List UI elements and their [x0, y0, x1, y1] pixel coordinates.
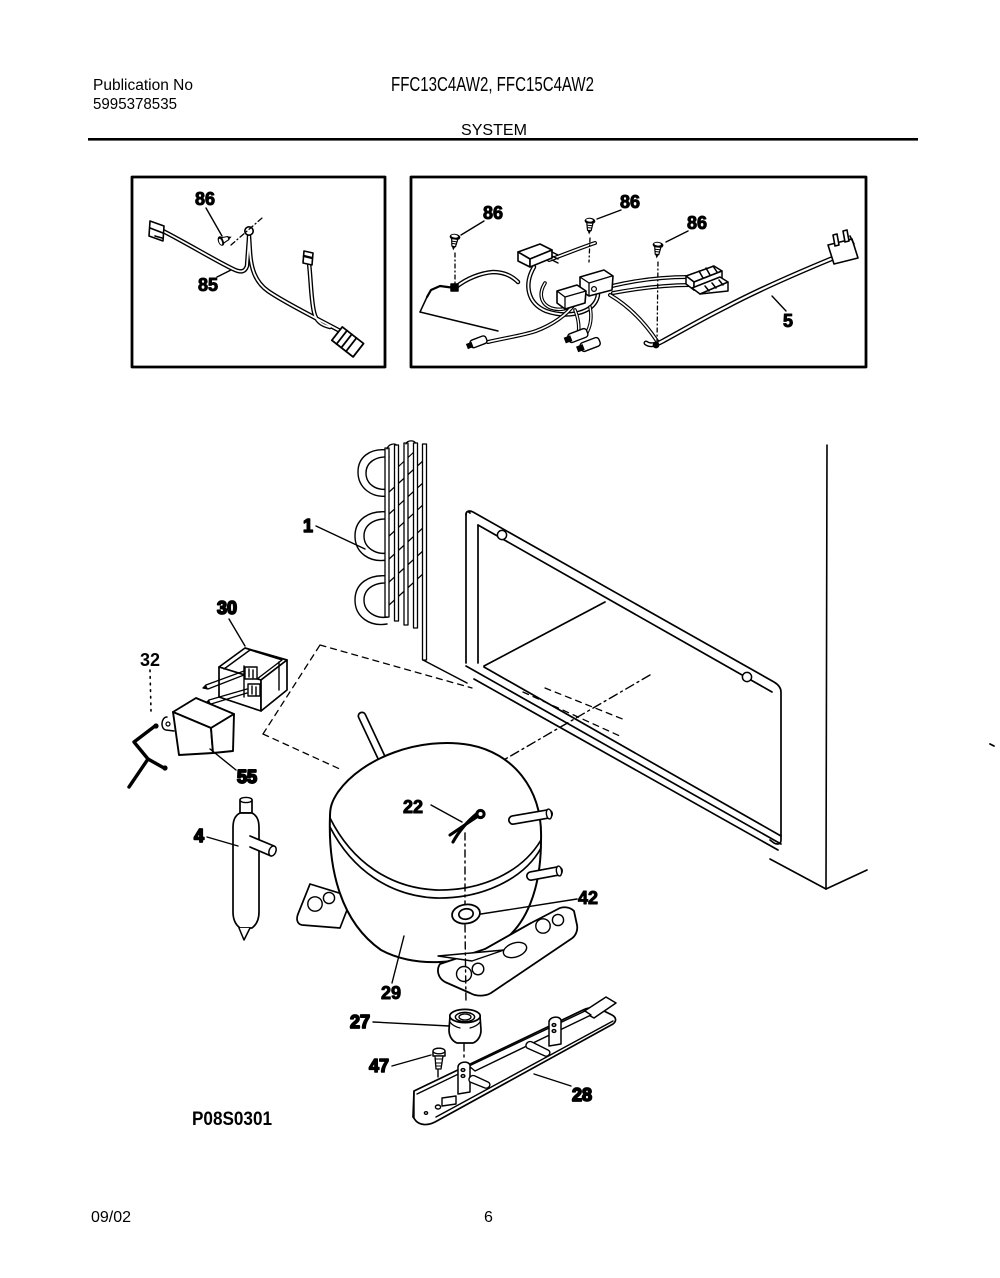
- svg-text:32: 32: [140, 650, 160, 670]
- svg-text:Publication No: Publication No: [93, 77, 193, 94]
- svg-text:1: 1: [303, 516, 313, 536]
- svg-text:28: 28: [572, 1085, 592, 1105]
- svg-text:5995378535: 5995378535: [93, 96, 177, 113]
- svg-text:09/02: 09/02: [91, 1209, 131, 1226]
- svg-text:29: 29: [381, 983, 401, 1003]
- svg-text:85: 85: [198, 275, 218, 295]
- svg-text:FFC13C4AW2, FFC15C4AW2: FFC13C4AW2, FFC15C4AW2: [391, 74, 594, 96]
- svg-text:6: 6: [484, 1209, 493, 1226]
- svg-text:SYSTEM: SYSTEM: [461, 122, 527, 139]
- svg-text:42: 42: [578, 888, 598, 908]
- svg-text:30: 30: [217, 598, 237, 618]
- svg-text:86: 86: [687, 213, 707, 233]
- svg-text:86: 86: [620, 192, 640, 212]
- svg-text:4: 4: [194, 826, 204, 846]
- svg-text:27: 27: [350, 1012, 370, 1032]
- svg-text:86: 86: [195, 189, 215, 209]
- svg-text:55: 55: [237, 767, 257, 787]
- svg-text:5: 5: [783, 311, 793, 331]
- svg-text:P08S0301: P08S0301: [192, 1109, 272, 1130]
- svg-text:86: 86: [483, 203, 503, 223]
- svg-text:47: 47: [369, 1056, 389, 1076]
- svg-text:22: 22: [403, 797, 423, 817]
